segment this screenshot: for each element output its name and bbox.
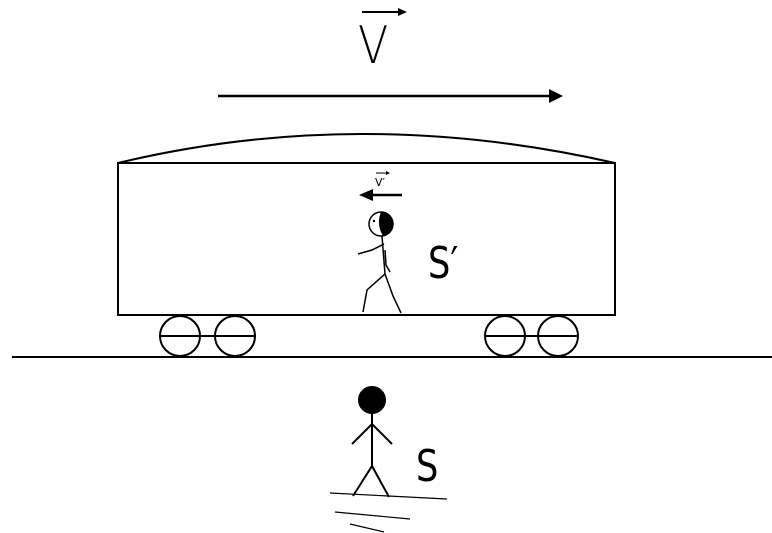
observer-head [359,387,385,413]
train-roof [118,134,615,163]
rest-frame-label: S [416,445,438,489]
vector-arrow-v-small [376,171,390,175]
train-velocity-label: V [358,20,388,72]
vector-arrow-V [362,8,407,16]
wheel-set-left [160,316,255,356]
wheel-set-right [485,316,578,356]
moving-frame-label: S′ [428,242,458,286]
walking-person [358,212,401,313]
walker-velocity-label: V′ [375,177,385,188]
wheels [160,316,578,356]
observer-ground [330,493,447,532]
train-velocity-arrow [218,89,563,103]
standing-person [352,387,392,497]
train-car [118,134,615,315]
walker-velocity-arrow [359,189,402,201]
